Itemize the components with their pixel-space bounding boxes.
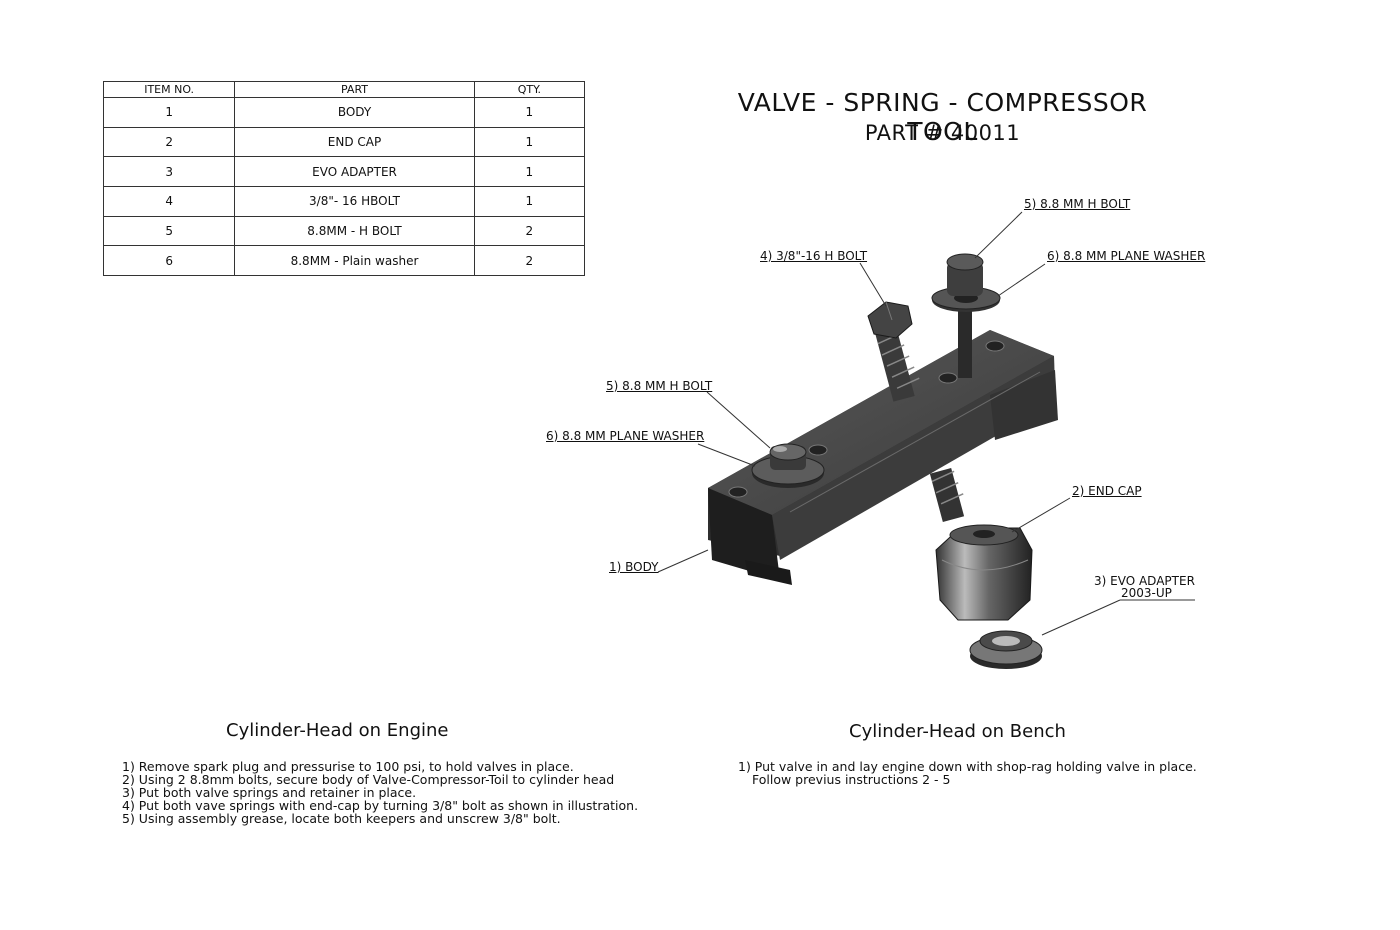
bench-steps: 1) Put valve in and lay engine down with… xyxy=(738,760,1197,786)
list-item: 4) Put both vave springs with end-cap by… xyxy=(122,798,639,813)
bench-heading: Cylinder-Head on Bench xyxy=(849,721,1066,742)
table-row: 1 BODY 1 xyxy=(102,97,586,128)
list-item: 1) Remove spark plug and pressurise to 1… xyxy=(122,759,574,774)
list-item: Follow previus instructions 2 - 5 xyxy=(752,772,951,787)
table-row: 6 8.8MM - Plain washer 2 xyxy=(102,245,586,276)
cell-part: END CAP xyxy=(234,126,475,158)
part-number: PART # 40011 xyxy=(864,121,1021,145)
cell-part: EVO ADAPTER xyxy=(234,156,475,187)
engine-steps: 1) Remove spark plug and pressurise to 1… xyxy=(122,760,638,825)
engine-heading: Cylinder-Head on Engine xyxy=(226,720,449,741)
cell-qty: 1 xyxy=(473,97,586,128)
table-row: 3 EVO ADAPTER 1 xyxy=(102,156,586,187)
evo-adapter-part xyxy=(969,630,1043,669)
table-row: 5 8.8MM - H BOLT 2 xyxy=(102,215,586,247)
table-row: 4 3/8"- 16 HBOLT 1 xyxy=(102,185,586,217)
cell-item: 3 xyxy=(102,156,236,187)
cell-qty: 1 xyxy=(473,185,586,217)
callout-washer-left: 6) 8.8 MM PLANE WASHER xyxy=(546,429,705,443)
cell-part: BODY xyxy=(234,97,475,128)
hbolt-part xyxy=(867,301,965,522)
end-cap-part xyxy=(935,524,1033,621)
cell-item: 4 xyxy=(102,185,236,217)
callout-adapter: 3) EVO ADAPTER xyxy=(1094,574,1195,588)
callout-bolt-right: 5) 8.8 MM H BOLT xyxy=(1024,197,1131,211)
callout-adapter-year: 2003-UP xyxy=(1121,586,1172,600)
cell-item: 6 xyxy=(102,245,236,276)
header-item-no: ITEM NO. xyxy=(102,81,236,98)
leader-lines xyxy=(657,211,1195,636)
callout-body: 1) BODY xyxy=(609,560,659,574)
callout-end-cap: 2) END CAP xyxy=(1072,484,1142,498)
callout-washer-right: 6) 8.8 MM PLANE WASHER xyxy=(1047,249,1206,263)
document-title: VALVE - SPRING - COMPRESSOR TOOL xyxy=(737,88,1148,146)
cell-item: 5 xyxy=(102,215,236,247)
cell-qty: 2 xyxy=(473,245,586,276)
table-header-row: ITEM NO. PART QTY. xyxy=(102,81,586,98)
header-qty: QTY. xyxy=(473,81,586,98)
cell-part: 8.8MM - Plain washer xyxy=(234,245,475,276)
list-item: 1) Put valve in and lay engine down with… xyxy=(738,759,1197,774)
list-item: 5) Using assembly grease, locate both ke… xyxy=(122,811,561,826)
list-item: 3) Put both valve springs and retainer i… xyxy=(122,785,417,800)
callout-hbolt: 4) 3/8"-16 H BOLT xyxy=(760,249,868,263)
cell-part: 8.8MM - H BOLT xyxy=(234,215,475,247)
list-item: 2) Using 2 8.8mm bolts, secure body of V… xyxy=(122,772,615,787)
callout-bolt-left: 5) 8.8 MM H BOLT xyxy=(606,379,713,393)
right-bolt-washer xyxy=(931,253,1001,378)
left-bolt-washer xyxy=(751,443,825,488)
parts-table: ITEM NO. PART QTY. 1 BODY 1 2 END CAP 1 … xyxy=(102,81,586,276)
